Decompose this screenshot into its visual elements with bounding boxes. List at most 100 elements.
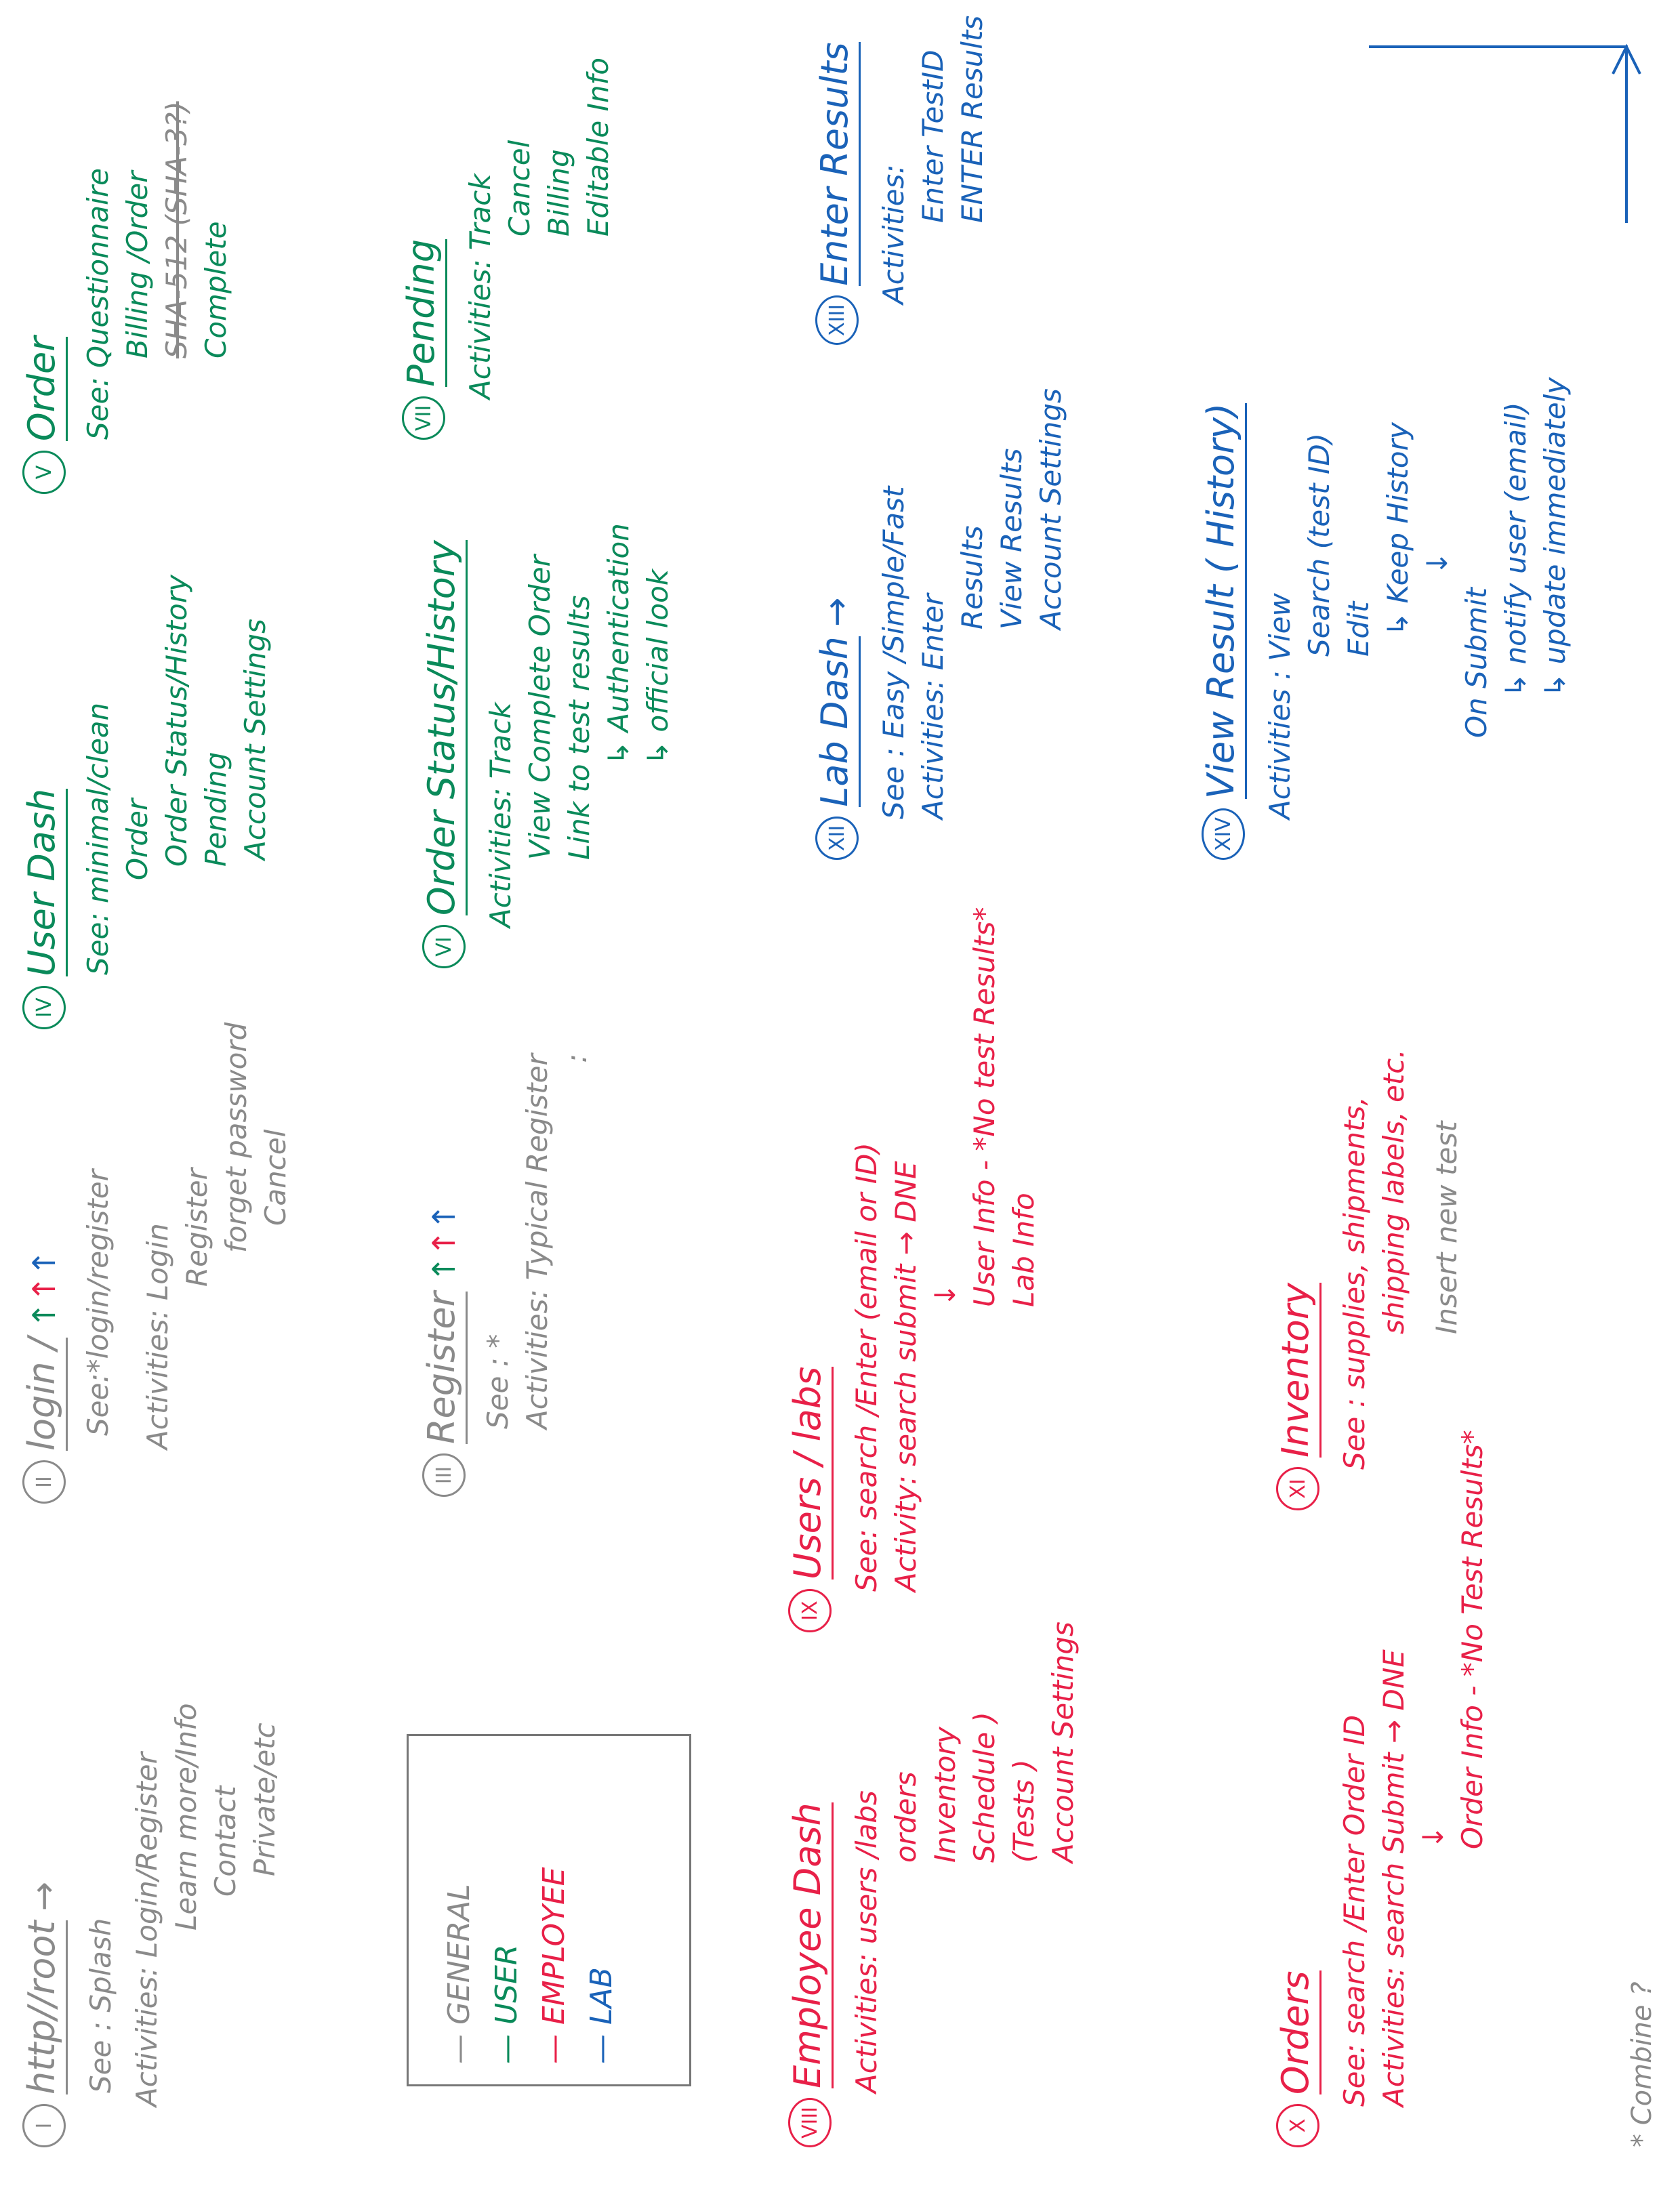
section-lab-dash: XII Lab Dash → See : Easy /Simple/Fast Act…: [813, 388, 1071, 860]
section-number: XIV: [1202, 808, 1245, 860]
list-item: Complete: [199, 221, 232, 358]
see-line: See: search /Enter (email or ID): [850, 1142, 883, 1592]
list-item: Order Status/History: [160, 575, 193, 867]
section-number: IX: [788, 1589, 832, 1632]
section-number: II: [22, 1460, 66, 1504]
activity-item: Contact: [209, 1786, 242, 1897]
section-title: View Result ( History): [1200, 402, 1247, 800]
list-item: (Tests ): [1007, 1759, 1040, 1863]
activities-line: Activities: Track: [464, 173, 497, 399]
list-item: Account Settings: [1046, 1622, 1080, 1863]
section-pending: VII Pending Activities: Track Cancel Bill…: [400, 58, 618, 440]
activities-line: Activities: Enter: [916, 594, 949, 819]
list-item: orders: [889, 1771, 922, 1863]
arrow-right-icon: →: [24, 1881, 64, 1912]
legend-user: — USER: [489, 1944, 524, 2065]
list-item: User Info - *No test Results*: [968, 907, 1001, 1307]
footnote: * Combine ?: [1626, 1981, 1658, 2148]
section-register: III Register ↑↑↑ See : * Activities: Typi…: [420, 1054, 596, 1497]
list-item: Cancel: [503, 140, 536, 236]
section-title: Register: [420, 1292, 468, 1444]
list-item: Results: [956, 525, 989, 629]
list-item: Billing: [542, 149, 575, 236]
arrows-icon: ↑↑↑: [26, 1250, 62, 1329]
list-item: ↳ official look: [641, 569, 674, 765]
ellipsis: :: [560, 1053, 593, 1063]
list-item: Inventory: [928, 1727, 962, 1863]
arrows-icon: ↑↑↑: [426, 1203, 462, 1283]
activities-line: Activities: Typical Register: [520, 1054, 554, 1429]
activities-line: Activities: Login: [141, 1223, 174, 1449]
list-item: shipping labels, etc.: [1377, 1049, 1410, 1334]
section-users-labs: IX Users / labs See: search /Enter (email…: [786, 907, 1044, 1632]
list-item: Insert new test: [1430, 1121, 1463, 1334]
arrow-right-icon: →: [817, 597, 857, 627]
section-number: V: [22, 451, 66, 494]
section-title: login /: [20, 1338, 68, 1451]
section-number: III: [422, 1453, 466, 1497]
flow-arrow: [1369, 43, 1641, 223]
section-title: Order: [20, 336, 68, 441]
section-number: VIII: [788, 2097, 832, 2147]
list-item: ↳ Authentication: [602, 523, 635, 765]
legend-general: — GENERAL: [442, 1884, 476, 2064]
section-title: Pending: [400, 239, 447, 387]
section-title: User Dash: [20, 788, 68, 976]
see-line: See : Easy /Simple/Fast: [877, 486, 910, 819]
activities-line: Activities: Login/Register: [130, 1752, 163, 2107]
list-item: Lab Info: [1007, 1193, 1040, 1307]
section-employee-dash: VIII Employee Dash Activities: users /lab…: [786, 1622, 1083, 2147]
activities-line: Activities: Track: [484, 702, 517, 928]
list-item: ENTER Results: [956, 15, 989, 223]
see-line: See : *: [481, 1334, 514, 1429]
legend-box: — GENERAL — USER — EMPLOYEE — LAB: [407, 1734, 691, 2086]
section-title: Employee Dash: [786, 1802, 834, 2088]
legend-employee: — EMPLOYEE: [537, 1867, 571, 2064]
see-line: See : Splash: [84, 1918, 117, 2093]
list-item: Schedule ): [968, 1712, 1001, 1863]
section-number: XII: [815, 816, 859, 860]
section-login: II login / ↑↑↑ See:*login/register Activi…: [20, 1023, 295, 1504]
list-item-struck: SHA-512 (SHA-3?): [160, 101, 193, 358]
list-item: Pending: [199, 751, 232, 867]
section-number: VII: [402, 396, 445, 440]
down-arrow-icon: ↓: [928, 1283, 962, 1307]
section-number: VI: [422, 925, 466, 968]
activity-item: Learn more/Info: [169, 1703, 203, 1931]
activities-line: Activity: search submit → DNE: [889, 1161, 922, 1592]
list-item: Account Settings: [239, 619, 272, 860]
see-line: See: Questionnaire: [81, 168, 115, 440]
list-item: Account Settings: [1034, 388, 1067, 629]
see-line: See: minimal/clean: [81, 702, 115, 975]
activity-item: forget password: [220, 1022, 253, 1253]
list-item: View Results: [995, 448, 1028, 629]
section-number: XI: [1276, 1467, 1319, 1510]
activity-item: Private/etc: [248, 1722, 281, 1876]
list-item: Editable Info: [581, 57, 615, 236]
section-order: V Order See: Questionnaire Billing /Order…: [20, 101, 236, 494]
see-line: See:*login/register: [81, 1170, 115, 1436]
section-number: IV: [22, 986, 66, 1029]
section-number: X: [1276, 2104, 1319, 2147]
section-title: Lab Dash: [813, 636, 861, 807]
section-number: I: [22, 2104, 66, 2147]
activities-line: Activities : View: [1263, 593, 1296, 819]
activities-line: Activities:: [877, 164, 910, 305]
section-title: Users / labs: [786, 1366, 834, 1580]
section-title: Orders: [1274, 1970, 1322, 2094]
activities-line: Activities: users /labs: [850, 1790, 883, 2093]
section-order-status: VI Order Status/History Activities: Track…: [420, 523, 678, 968]
section-number: XIII: [815, 295, 859, 345]
activity-item: Cancel: [259, 1129, 292, 1226]
section-user-dash: IV User Dash See: minimal/clean Order Ord…: [20, 575, 275, 1029]
section-title: Inventory: [1274, 1283, 1322, 1458]
list-item: Order: [121, 798, 154, 880]
section-title: Order Status/History: [420, 540, 468, 915]
list-item: Billing /Order: [121, 171, 154, 358]
list-item: Link to test results: [562, 595, 596, 860]
list-item: View Complete Order: [523, 555, 556, 860]
